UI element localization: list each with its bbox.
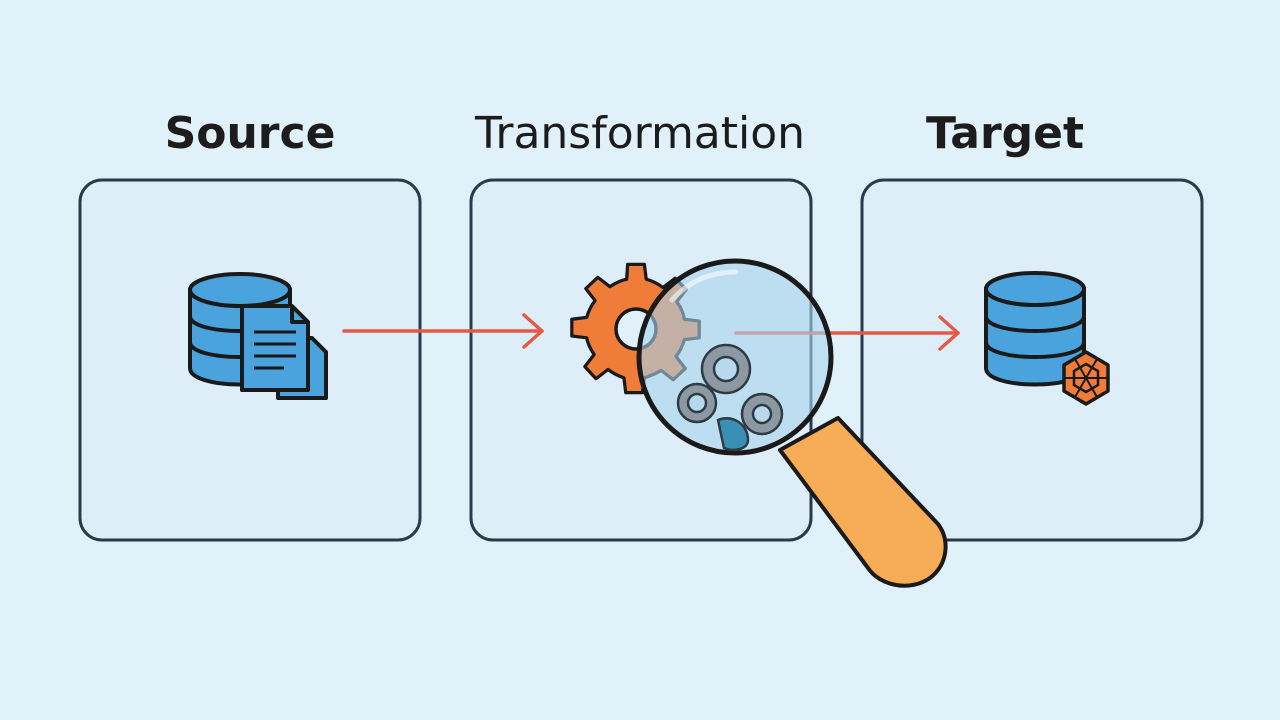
transformation-label: Transformation [474,108,806,159]
target-label: Target [925,108,1085,159]
source-label: Source [164,108,336,159]
hexagon-badge-icon [1062,350,1110,406]
database-icon [984,271,1086,387]
arrow-source-to-transformation [342,313,544,349]
documents-icon [240,304,328,400]
gears-icon [676,343,784,452]
